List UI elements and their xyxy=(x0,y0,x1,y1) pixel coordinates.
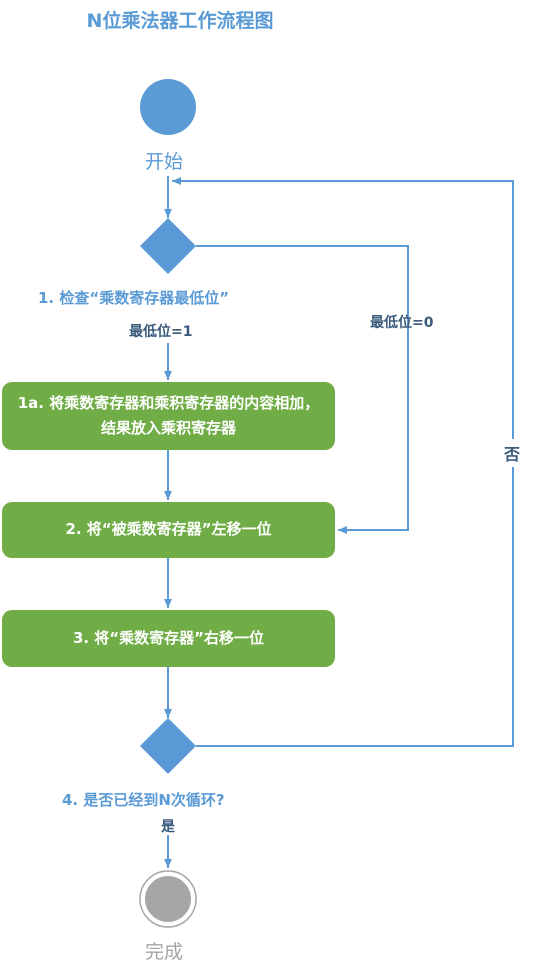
branch-bit-one-label: 最低位=1 xyxy=(129,324,193,340)
decision-loop-count xyxy=(140,718,196,774)
end-label: 完成 xyxy=(145,941,184,963)
step-add-product: 1a. 将乘数寄存器和乘积寄存器的内容相加，结果放入乘积寄存器 xyxy=(2,382,335,450)
branch-loop-yes-label: 是 xyxy=(161,819,175,835)
branch-bit-zero-label: 最低位=0 xyxy=(370,315,434,331)
step-shift-multiplier-right: 3. 将“乘数寄存器”右移一位 xyxy=(2,610,335,667)
decision-check-lowest-bit xyxy=(140,218,196,274)
decision-check-label: 1. 检查“乘数寄存器最低位” xyxy=(38,289,230,307)
end-node xyxy=(145,876,191,922)
step-shift-multiplicand-left: 2. 将“被乘数寄存器”左移一位 xyxy=(2,502,335,558)
start-node xyxy=(140,79,196,135)
start-label: 开始 xyxy=(145,151,184,173)
branch-loop-no-label: 否 xyxy=(504,439,521,467)
connector-bit-zero-to-shift-left xyxy=(196,245,409,534)
diagram-title: N位乘法器工作流程图 xyxy=(86,10,274,32)
decision-loop-label: 4. 是否已经到N次循环? xyxy=(62,791,225,809)
